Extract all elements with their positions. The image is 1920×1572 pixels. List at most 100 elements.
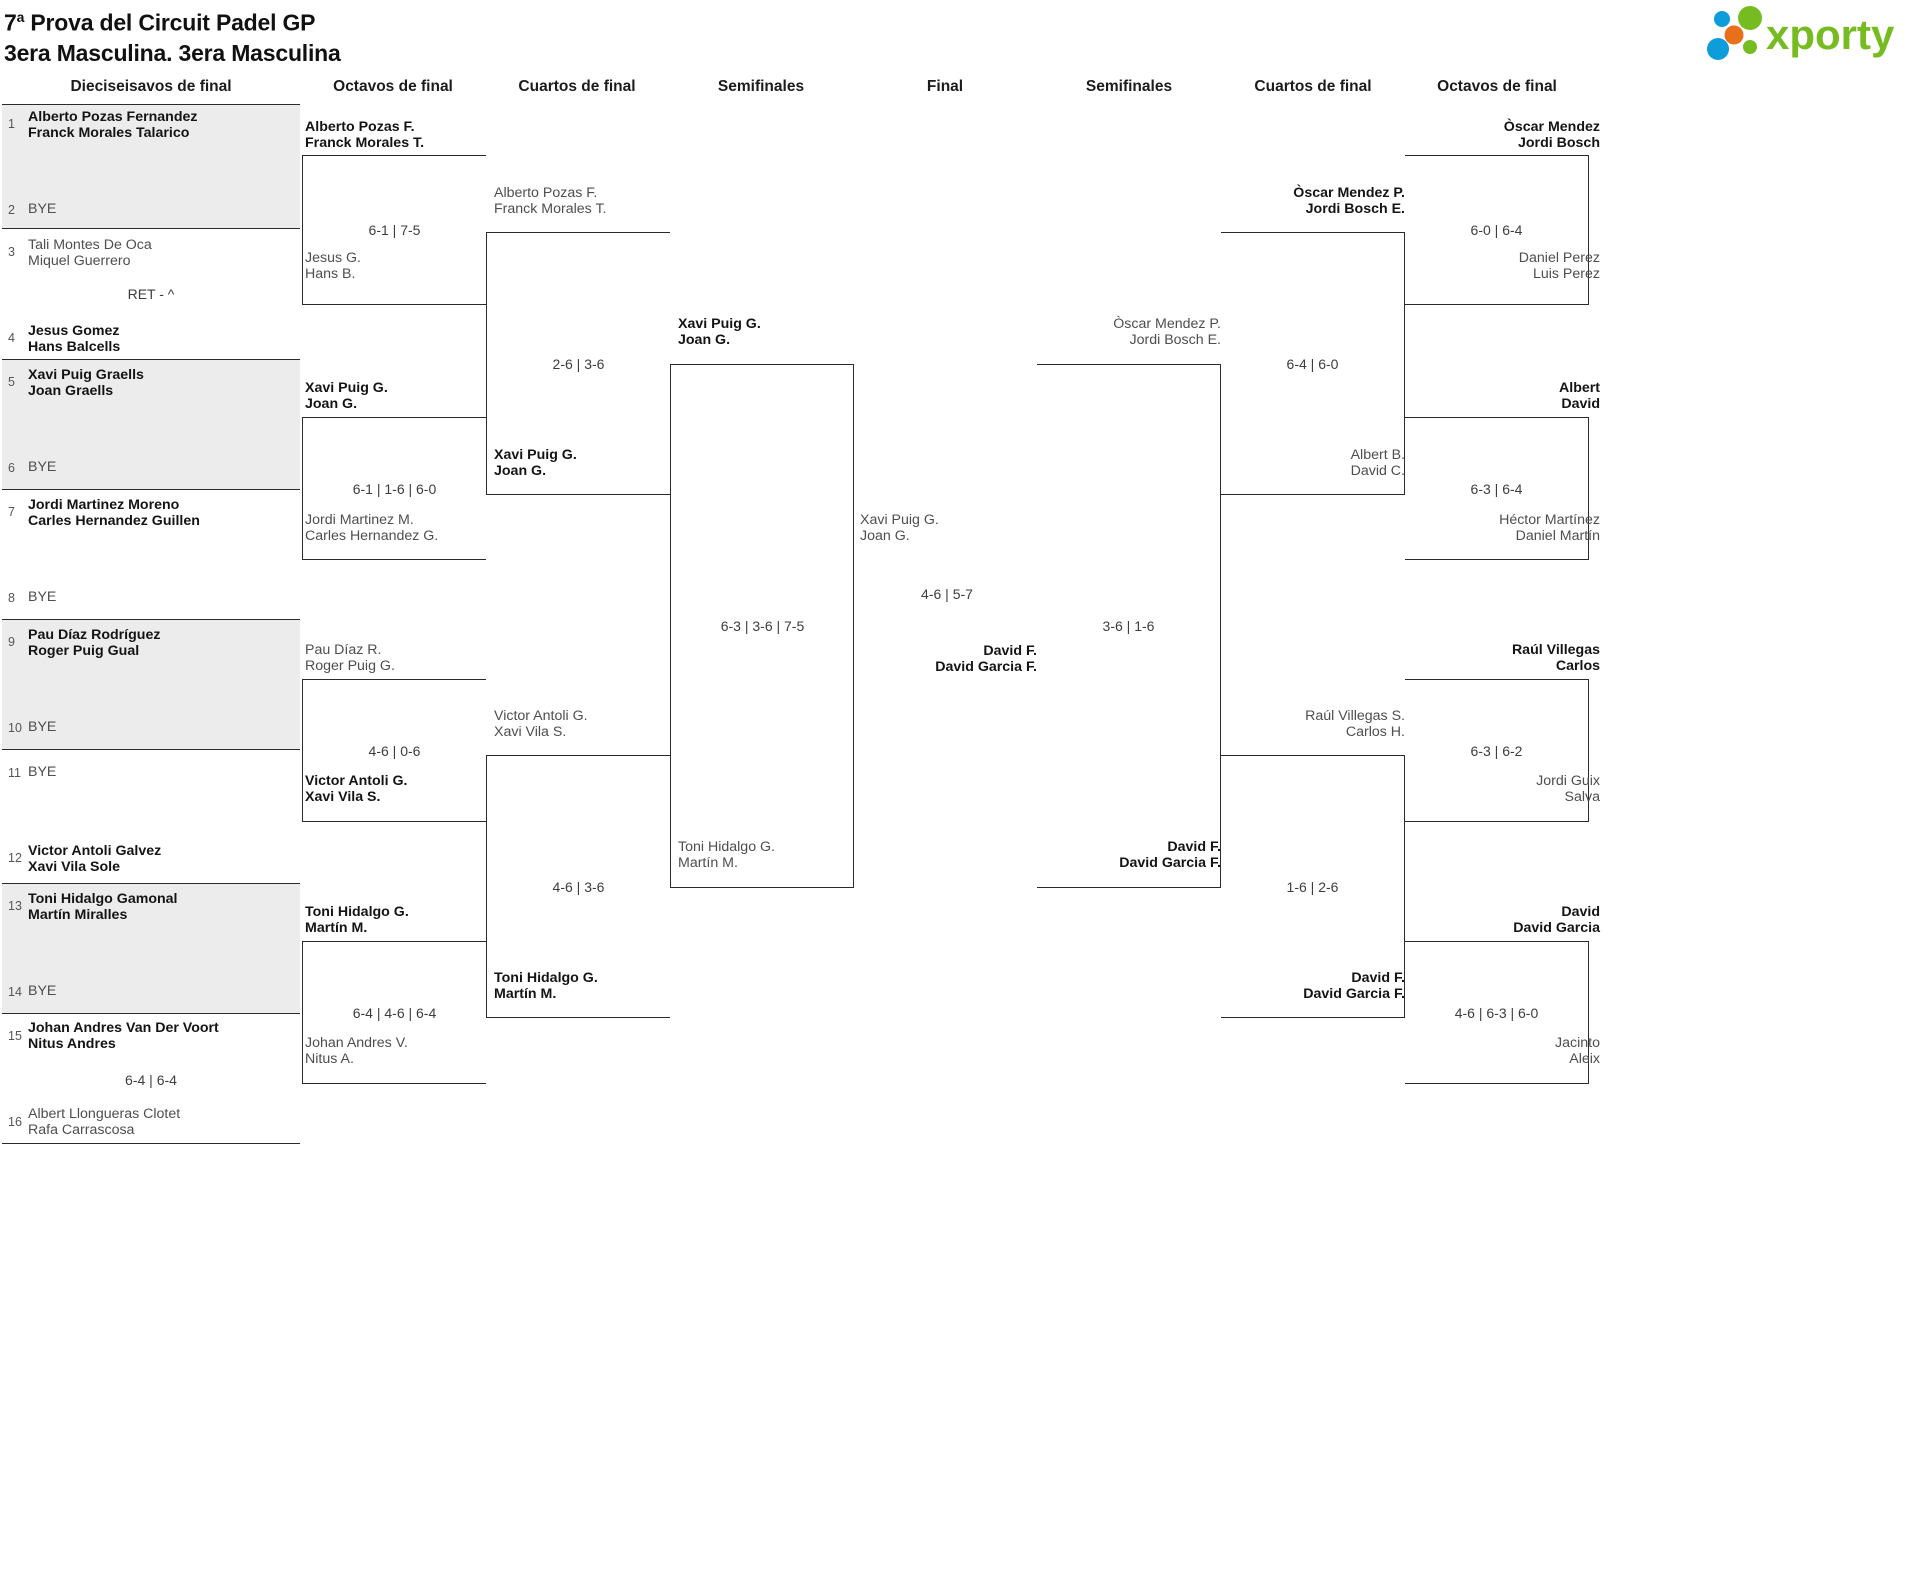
octavos-right-1-bot-p2: Luis Perez (1532, 266, 1600, 282)
octavos-right-2-top-p1: Albert (1559, 380, 1600, 396)
seed-cell-8[interactable]: 15 Johan Andres Van Der Voort Nitus Andr… (2, 1014, 300, 1144)
round-header-dieciseisavos-left: Dieciseisavos de final (70, 78, 232, 95)
octavos-right-3-top-p1: Raúl Villegas (1511, 642, 1600, 658)
seed-cell-6[interactable]: 11 BYE 12 Victor Antoli Galvez Xavi Vila… (2, 750, 300, 884)
semis-left-1-top-p1: Xavi Puig G. (678, 316, 761, 332)
xporty-logo[interactable]: xporty (1700, 6, 1920, 60)
cuartos-left-1-bot-p2: Joan G. (494, 463, 547, 479)
cuartos-left-2-bot-p2: Martín M. (494, 986, 557, 1002)
cuartos-right-match-2-box[interactable]: 1-6 | 2-6 (1221, 755, 1405, 1018)
final-bot-p1: David F. (983, 643, 1037, 659)
seed-player-1: Victor Antoli Galvez (28, 843, 162, 859)
semis-right-1-top-p2: Jordi Bosch E. (1129, 332, 1221, 348)
cuartos-left-2-top-p2: Xavi Vila S. (494, 724, 567, 740)
round-header-final: Final (926, 78, 964, 95)
round-header-octavos-left: Octavos de final (333, 78, 453, 95)
seed-player-2: Joan Graells (28, 383, 114, 399)
cuartos-right-2-top-p2: Carlos H. (1345, 724, 1405, 740)
cuartos-right-2-top-p1: Raúl Villegas S. (1305, 708, 1405, 724)
title-event-number: 7 (4, 9, 17, 36)
seed-cell-7[interactable]: 13 Toni Hidalgo Gamonal Martín Miralles … (2, 884, 300, 1014)
octavos-left-2-top-p1: Xavi Puig G. (305, 380, 388, 396)
final-score: 4-6 | 5-7 (921, 586, 973, 602)
seed-player-1: Jesus Gomez (28, 323, 120, 339)
octavos-right-match-4-box[interactable]: 4-6 | 6-3 | 6-0 (1405, 941, 1589, 1084)
octavos-left-3-bot-p1: Victor Antoli G. (305, 773, 408, 789)
seed-player-2: Xavi Vila Sole (28, 859, 121, 875)
octavos-left-3-top-p1: Pau Díaz R. (305, 642, 382, 658)
cuartos-right-match-2-score: 1-6 | 2-6 (1286, 878, 1339, 895)
semis-left-match-1-score: 6-3 | 3-6 | 7-5 (720, 618, 805, 634)
seed-number: 1 (8, 117, 15, 131)
final-top-p1: Xavi Puig G. (860, 512, 939, 528)
seed-number: 10 (8, 721, 22, 735)
octavos-right-4-top-p1: David (1561, 904, 1600, 920)
seed-player-2: Martín Miralles (28, 907, 128, 923)
octavos-left-match-3-box[interactable]: 4-6 | 0-6 (302, 679, 486, 822)
seed-player-1: Johan Andres Van Der Voort (28, 1020, 219, 1036)
seed-player-2: Carles Hernandez Guillen (28, 513, 200, 529)
seed-player-1: Tali Montes De Oca (28, 237, 152, 253)
semis-right-match-1-score: 3-6 | 1-6 (1102, 618, 1155, 634)
seed-cell-3[interactable]: 5 Xavi Puig Graells Joan Graells 6 BYE (2, 360, 300, 490)
semis-left-1-bot-p1: Toni Hidalgo G. (678, 839, 775, 855)
round-header-cuartos-right: Cuartos de final (1254, 78, 1372, 95)
seed-number: 12 (8, 851, 22, 865)
cuartos-right-2-bot-p1: David F. (1351, 970, 1405, 986)
octavos-right-match-2-box[interactable]: 6-3 | 6-4 (1405, 417, 1589, 560)
octavos-left-2-bot-p2: Carles Hernandez G. (305, 528, 439, 544)
seed-cell-4[interactable]: 7 Jordi Martinez Moreno Carles Hernandez… (2, 490, 300, 620)
seed-number: 7 (8, 505, 15, 519)
octavos-right-2-top-p2: David (1561, 396, 1600, 412)
seed-player-1: Alberto Pozas Fernandez (28, 109, 198, 125)
seed-bye-label: BYE (28, 983, 57, 999)
round-header-cuartos-left: Cuartos de final (518, 78, 636, 95)
cuartos-right-1-bot-p1: Albert B. (1350, 447, 1405, 463)
cuartos-left-1-top-p2: Franck Morales T. (494, 201, 607, 217)
octavos-left-4-bot-p1: Johan Andres V. (305, 1035, 408, 1051)
cuartos-left-match-2-score: 4-6 | 3-6 (552, 878, 605, 895)
cuartos-left-match-2-box[interactable]: 4-6 | 3-6 (486, 755, 670, 1018)
octavos-left-4-top-p1: Toni Hidalgo G. (305, 904, 409, 920)
octavos-left-match-4-box[interactable]: 6-4 | 4-6 | 6-4 (302, 941, 486, 1084)
seed-cell-1[interactable]: 1 Alberto Pozas Fernandez Franck Morales… (2, 104, 300, 229)
octavos-left-match-1-box[interactable]: 6-1 | 7-5 (302, 155, 486, 305)
cuartos-left-match-1-box[interactable]: 2-6 | 3-6 (486, 232, 670, 495)
octavos-left-3-bot-p2: Xavi Vila S. (305, 789, 381, 805)
octavos-right-match-4-score: 4-6 | 6-3 | 6-0 (1454, 1004, 1539, 1021)
octavos-right-2-bot-p2: Daniel Martín (1515, 528, 1600, 544)
seed-number: 14 (8, 985, 22, 999)
seed-bye-label: BYE (28, 201, 57, 217)
cuartos-right-1-top-p2: Jordi Bosch E. (1305, 201, 1405, 217)
octavos-right-match-1-box[interactable]: 6-0 | 6-4 (1405, 155, 1589, 305)
seed-number: 2 (8, 203, 15, 217)
octavos-left-2-top-p2: Joan G. (305, 396, 358, 412)
octavos-right-1-top-p2: Jordi Bosch (1518, 135, 1600, 151)
octavos-left-match-2-box[interactable]: 6-1 | 1-6 | 6-0 (302, 417, 486, 560)
octavos-left-match-3-score: 4-6 | 0-6 (368, 742, 421, 759)
final-top-p2: Joan G. (860, 528, 910, 544)
cuartos-right-1-bot-p2: David C. (1350, 463, 1405, 479)
octavos-right-4-top-p2: David Garcia (1513, 920, 1600, 936)
cuartos-left-2-bot-p1: Toni Hidalgo G. (494, 970, 598, 986)
seed-bye-label: BYE (28, 764, 57, 780)
octavos-right-match-1-score: 6-0 | 6-4 (1470, 222, 1523, 238)
cuartos-right-match-1-box[interactable]: 6-4 | 6-0 (1221, 232, 1405, 495)
seed-player-2: Miquel Guerrero (28, 253, 131, 269)
seed-number: 15 (8, 1029, 22, 1043)
octavos-right-match-3-box[interactable]: 6-3 | 6-2 (1405, 679, 1589, 822)
octavos-left-match-4-score: 6-4 | 4-6 | 6-4 (352, 1004, 437, 1021)
final-divider (853, 364, 855, 888)
seed-player-1: Toni Hidalgo Gamonal (28, 891, 178, 907)
octavos-right-4-bot-p2: Aleix (1569, 1051, 1600, 1067)
semis-left-match-1-box[interactable]: 6-3 | 3-6 | 7-5 (670, 364, 854, 888)
seed-cell-5[interactable]: 9 Pau Díaz Rodríguez Roger Puig Gual 10 … (2, 620, 300, 750)
seed-number: 8 (8, 591, 15, 605)
seed-number: 9 (8, 635, 15, 649)
round-header-semifinales-right: Semifinales (1085, 78, 1173, 95)
semis-right-match-1-box[interactable]: 3-6 | 1-6 (1037, 364, 1221, 888)
seed-cell-2[interactable]: 3 Tali Montes De Oca Miquel Guerrero RET… (2, 230, 300, 360)
octavos-right-3-bot-p2: Salva (1564, 789, 1601, 805)
octavos-left-1-top-p2: Franck Morales T. (305, 135, 425, 151)
cuartos-right-1-top-p1: Òscar Mendez P. (1293, 185, 1405, 201)
